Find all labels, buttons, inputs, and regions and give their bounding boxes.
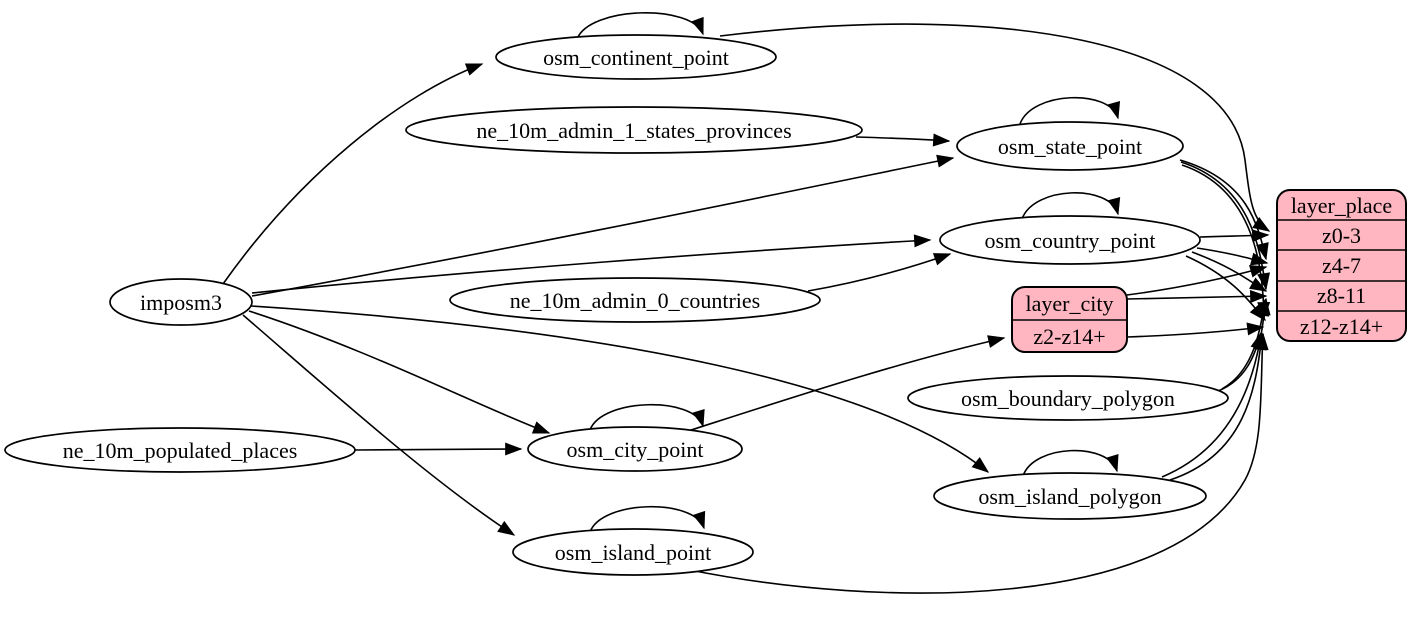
- osm_continent_point-shape: [495, 34, 777, 80]
- self-loop-osm_state_point: [1019, 96, 1120, 125]
- osm_island_point-label: osm_island_point: [555, 540, 711, 565]
- edge-osm_country_point-layer_place-z0-3: [1199, 229, 1270, 243]
- record-layer_city: layer_city z2-z14+: [1011, 286, 1128, 353]
- edge-osm_island_point-layer_place-z12-z14: [689, 332, 1269, 594]
- self-loop-osm_island_polygon: [1022, 449, 1119, 477]
- node-osm_boundary_polygon: osm_boundary_polygon: [907, 375, 1229, 421]
- edge-imposm3-osm_country_point: [251, 234, 932, 294]
- layer_place-row-z12-z14: z12-z14+: [1300, 314, 1383, 339]
- self-loop-osm_island_point: [589, 505, 706, 533]
- edge-osm_island_polygon-layer_place-z8-11: [1161, 297, 1271, 478]
- osm_state_point-label: osm_state_point: [998, 134, 1142, 159]
- node-imposm3: imposm3: [109, 278, 253, 326]
- ne_10m_admin_1_states_provinces-label: ne_10m_admin_1_states_provinces: [476, 118, 791, 143]
- edge-ne_10m_admin_1_states_provinces-osm_state_point: [855, 133, 951, 147]
- layer_city-row-z2-z14: z2-z14+: [1033, 324, 1105, 349]
- osm_boundary_polygon-shape: [907, 375, 1229, 421]
- osm_country_point-shape: [939, 215, 1201, 265]
- ne_10m_populated_places-shape: [4, 427, 356, 473]
- edge-imposm3-osm_island_polygon: [250, 305, 990, 473]
- layer_place-title: layer_place: [1291, 193, 1392, 218]
- osm_continent_point-label: osm_continent_point: [543, 45, 729, 70]
- edge-layer_city-layer_place-z12-z14: [1126, 322, 1265, 338]
- layer_place-row-z8-11: z8-11: [1317, 283, 1366, 308]
- imposm3-label: imposm3: [140, 290, 222, 315]
- edge-osm_country_point-layer_place-z8-11: [1191, 251, 1268, 292]
- node-ne_10m_admin_0_countries: ne_10m_admin_0_countries: [449, 277, 821, 323]
- self-loop-osm_city_point: [589, 403, 705, 431]
- ne_10m_populated_places-label: ne_10m_populated_places: [63, 438, 298, 463]
- osm_island_point-shape: [512, 528, 754, 576]
- ne_10m_admin_0_countries-shape: [449, 277, 821, 323]
- layer_place-row-z4-7: z4-7: [1322, 253, 1361, 278]
- node-osm_state_point: osm_state_point: [956, 121, 1184, 171]
- osm_city_point-shape: [527, 426, 743, 472]
- edge-layer_city-layer_place-z8-11: [1126, 290, 1268, 303]
- node-ne_10m_populated_places: ne_10m_populated_places: [4, 427, 356, 473]
- edge-ne_10m_admin_0_countries-osm_country_point: [807, 253, 952, 292]
- self-loop-osm_continent_point: [576, 12, 704, 40]
- ne_10m_admin_0_countries-label: ne_10m_admin_0_countries: [510, 288, 761, 313]
- layer_city-title: layer_city: [1026, 291, 1114, 316]
- edge-osm_city_point-layer_city: [687, 335, 1006, 432]
- edge-imposm3-osm_continent_point: [222, 63, 484, 285]
- osm_city_point-label: osm_city_point: [567, 437, 704, 462]
- node-ne_10m_admin_1_states_provinces: ne_10m_admin_1_states_provinces: [405, 106, 863, 154]
- edges: [222, 12, 1271, 594]
- osm_country_point-label: osm_country_point: [984, 228, 1155, 253]
- node-osm_island_polygon: osm_island_polygon: [933, 472, 1207, 520]
- node-osm_island_point: osm_island_point: [512, 528, 754, 576]
- osm_island_polygon-label: osm_island_polygon: [978, 484, 1161, 509]
- osm_boundary_polygon-label: osm_boundary_polygon: [961, 386, 1175, 411]
- edge-osm_country_point-layer_place-z12-z14: [1185, 255, 1266, 322]
- edge-imposm3-osm_state_point: [251, 154, 955, 297]
- node-osm_continent_point: osm_continent_point: [495, 34, 777, 80]
- imposm3-shape: [109, 278, 253, 326]
- self-loop-osm_country_point: [1021, 192, 1121, 220]
- edge-osm_island_polygon-layer_place-z12-z14: [1169, 332, 1267, 481]
- layer_place-shape: [1276, 189, 1407, 342]
- edge-ne_10m_populated_places-osm_city_point: [354, 442, 523, 456]
- node-osm_country_point: osm_country_point: [939, 215, 1201, 265]
- osm_state_point-shape: [956, 121, 1184, 171]
- edge-layer_city-layer_place-z4-7: [1126, 264, 1268, 296]
- edge-osm_continent_point-layer_place-z0-3: [719, 23, 1271, 232]
- edge-imposm3-osm_city_point: [248, 310, 551, 434]
- layer_place-row-z0-3: z0-3: [1322, 223, 1361, 248]
- osm_island_polygon-shape: [933, 472, 1207, 520]
- edge-imposm3-osm_island_point: [242, 314, 516, 536]
- record-layer_place: layer_place z0-3 z4-7 z8-11 z12-z14+: [1276, 189, 1407, 342]
- ne_10m_admin_1_states_provinces-shape: [405, 106, 863, 154]
- edge-osm_state_point-layer_place-z4-7: [1179, 159, 1269, 261]
- node-osm_city_point: osm_city_point: [527, 426, 743, 472]
